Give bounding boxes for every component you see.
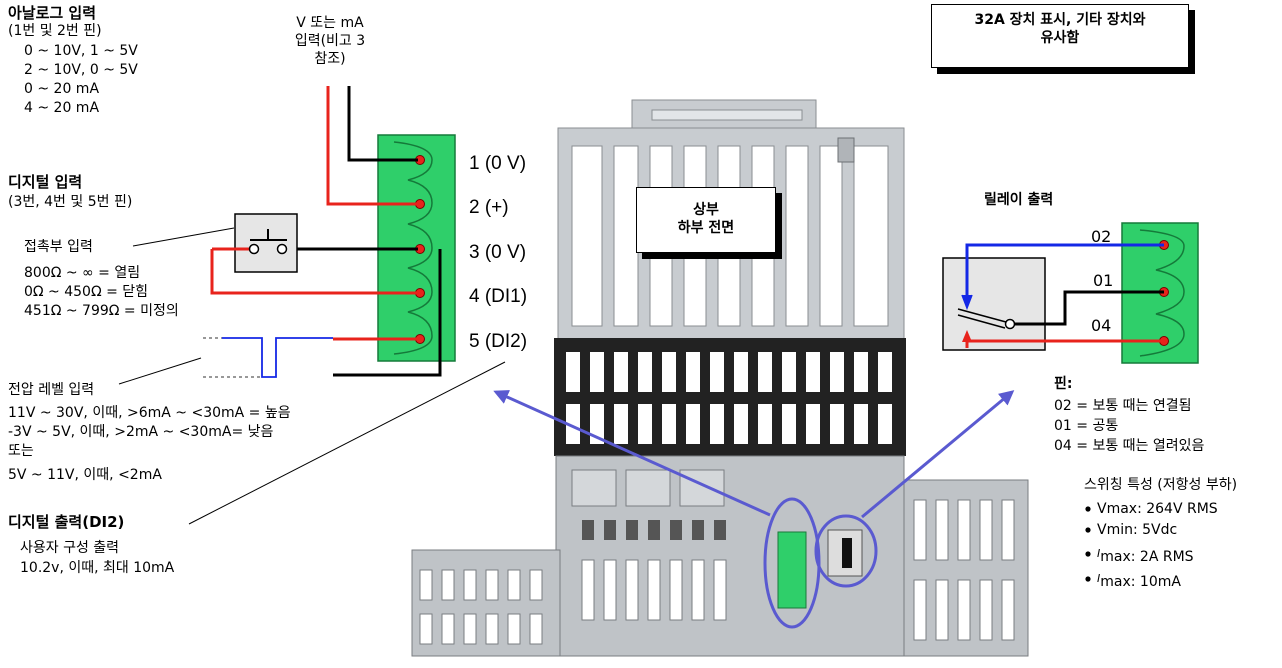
digital-output-line: 사용자 구성 출력 xyxy=(20,540,120,556)
analog-input-subtitle: (1번 및 2번 핀) xyxy=(8,23,102,39)
voltage-level-pulse xyxy=(203,337,333,378)
switching-item: Imax: 10mA xyxy=(1097,570,1181,591)
leader-lines xyxy=(118,227,506,525)
push-button-contact xyxy=(212,213,298,273)
voltage-level-line: 5V ~ 11V, 이때, <2mA xyxy=(8,467,162,483)
relay-pin-label: 02 xyxy=(1091,227,1112,246)
pin-label: 3 (0 V) xyxy=(469,242,527,263)
switching-bullets xyxy=(1085,506,1091,582)
switching-item: Imax: 2A RMS xyxy=(1097,545,1194,566)
contact-input-line: 0Ω ~ 450Ω = 닫힘 xyxy=(24,284,149,300)
voltage-level-line: 또는 xyxy=(8,443,34,459)
relay-switch xyxy=(942,243,1164,351)
arrow-to-relay-terminal xyxy=(861,390,1015,519)
relay-pin-label: 04 xyxy=(1091,316,1112,335)
switching-item: Vmin: 5Vdc xyxy=(1097,522,1178,538)
relay-pin-label: 01 xyxy=(1093,271,1114,290)
view-label-line: 하부 전면 xyxy=(677,220,735,236)
switching-item: Vmax: 264V RMS xyxy=(1097,501,1218,517)
contact-input-line: 451Ω ~ 799Ω = 미정의 xyxy=(24,303,179,319)
device-note-line: 32A 장치 표시, 기타 장치와 xyxy=(974,12,1146,28)
device-note-line: 유사함 xyxy=(1040,30,1080,46)
device-note-box: 32A 장치 표시, 기타 장치와 유사함 xyxy=(931,4,1189,68)
switching-item-text: max: 10mA xyxy=(1100,574,1181,590)
digital-output-line: 10.2v, 이때, 최대 10mA xyxy=(20,560,175,576)
switching-title: 스위칭 특성 (저항성 부하) xyxy=(1084,477,1238,493)
relay-connector-highlight xyxy=(814,514,878,588)
switching-item-prefix: I xyxy=(1097,547,1101,560)
device-lower-body xyxy=(411,455,1029,657)
device-grille xyxy=(554,338,906,456)
voltage-level-line: -3V ~ 5V, 이때, >2mA ~ <30mA= 낮음 xyxy=(8,424,274,440)
pin-label: 1 (0 V) xyxy=(469,153,527,174)
switching-item-text: max: 2A RMS xyxy=(1100,549,1194,565)
switching-item-prefix: I xyxy=(1097,572,1101,585)
relay-pin-legend-line: 01 = 공통 xyxy=(1054,418,1119,434)
pin-label: 2 (+) xyxy=(469,197,509,218)
vma-label-line: V 또는 mA xyxy=(296,15,364,31)
contact-input-line: 800Ω ~ ∞ = 열림 xyxy=(24,265,141,281)
vma-label-line: 입력(비고 3 xyxy=(294,33,366,49)
analog-range: 4 ~ 20 mA xyxy=(24,100,100,116)
analog-range: 0 ~ 20 mA xyxy=(24,81,100,97)
digital-output-title: 디지털 출력(DI2) xyxy=(8,513,125,531)
analog-range: 2 ~ 10V, 0 ~ 5V xyxy=(24,62,138,78)
view-label-box: 상부 하부 전면 xyxy=(636,187,776,253)
input-wiring xyxy=(210,86,442,377)
view-label-line: 상부 xyxy=(693,202,719,218)
analog-range: 0 ~ 10V, 1 ~ 5V xyxy=(24,43,138,59)
arrow-to-input-terminal xyxy=(493,390,771,517)
analog-input-title: 아날로그 입력 xyxy=(8,4,97,22)
voltage-level-title: 전압 레벨 입력 xyxy=(8,382,95,398)
relay-output-title: 릴레이 출력 xyxy=(984,192,1054,208)
relay-pin-legend-line: 02 = 보통 때는 연결됨 xyxy=(1054,398,1192,414)
digital-input-title: 디지털 입력 xyxy=(8,173,83,191)
contact-input-title: 접촉부 입력 xyxy=(24,239,93,255)
vma-label-line: 참조) xyxy=(314,51,346,67)
pin-label: 4 (DI1) xyxy=(469,286,528,307)
digital-input-subtitle: (3번, 4번 및 5번 핀) xyxy=(8,194,133,210)
relay-pin-legend-title: 핀: xyxy=(1054,376,1073,392)
pin-label: 5 (DI2) xyxy=(469,331,528,352)
relay-pin-legend-line: 04 = 보통 때는 열려있음 xyxy=(1054,438,1205,454)
voltage-level-line: 11V ~ 30V, 이때, >6mA ~ <30mA = 높음 xyxy=(8,405,291,421)
